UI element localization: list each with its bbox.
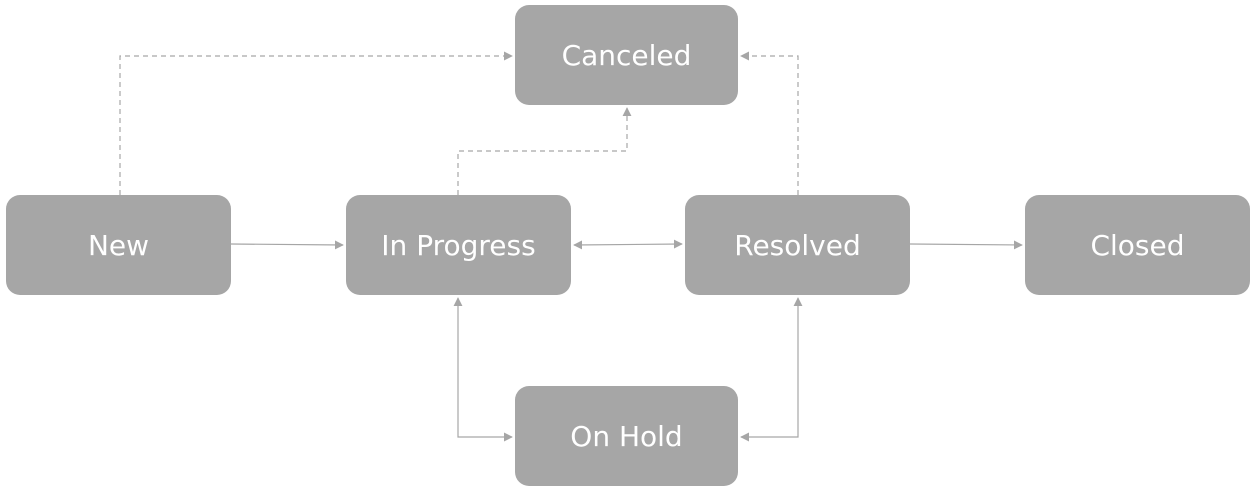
- edge-in-progress-on-hold: [453, 297, 513, 442]
- edge-resolved-on-hold: [740, 297, 803, 442]
- state-closed-label: Closed: [1090, 228, 1185, 262]
- state-resolved: Resolved: [685, 195, 910, 295]
- edge-in-progress-resolved: [573, 239, 683, 250]
- state-resolved-label: Resolved: [734, 228, 861, 262]
- edge-in-progress-to-canceled: [457, 107, 632, 195]
- state-in-progress-label: In Progress: [381, 228, 536, 262]
- state-canceled: Canceled: [515, 5, 738, 105]
- state-on-hold: On Hold: [515, 386, 738, 486]
- edge-resolved-to-closed: [909, 240, 1023, 250]
- state-new-label: New: [87, 228, 150, 262]
- state-canceled-label: Canceled: [561, 38, 692, 72]
- state-on-hold-label: On Hold: [570, 419, 683, 453]
- edge-new-to-in-progress: [230, 240, 344, 250]
- edge-resolved-to-canceled: [740, 51, 799, 195]
- edge-new-to-canceled: [119, 51, 513, 195]
- state-in-progress: In Progress: [346, 195, 571, 295]
- state-new: New: [6, 195, 231, 295]
- state-closed: Closed: [1025, 195, 1250, 295]
